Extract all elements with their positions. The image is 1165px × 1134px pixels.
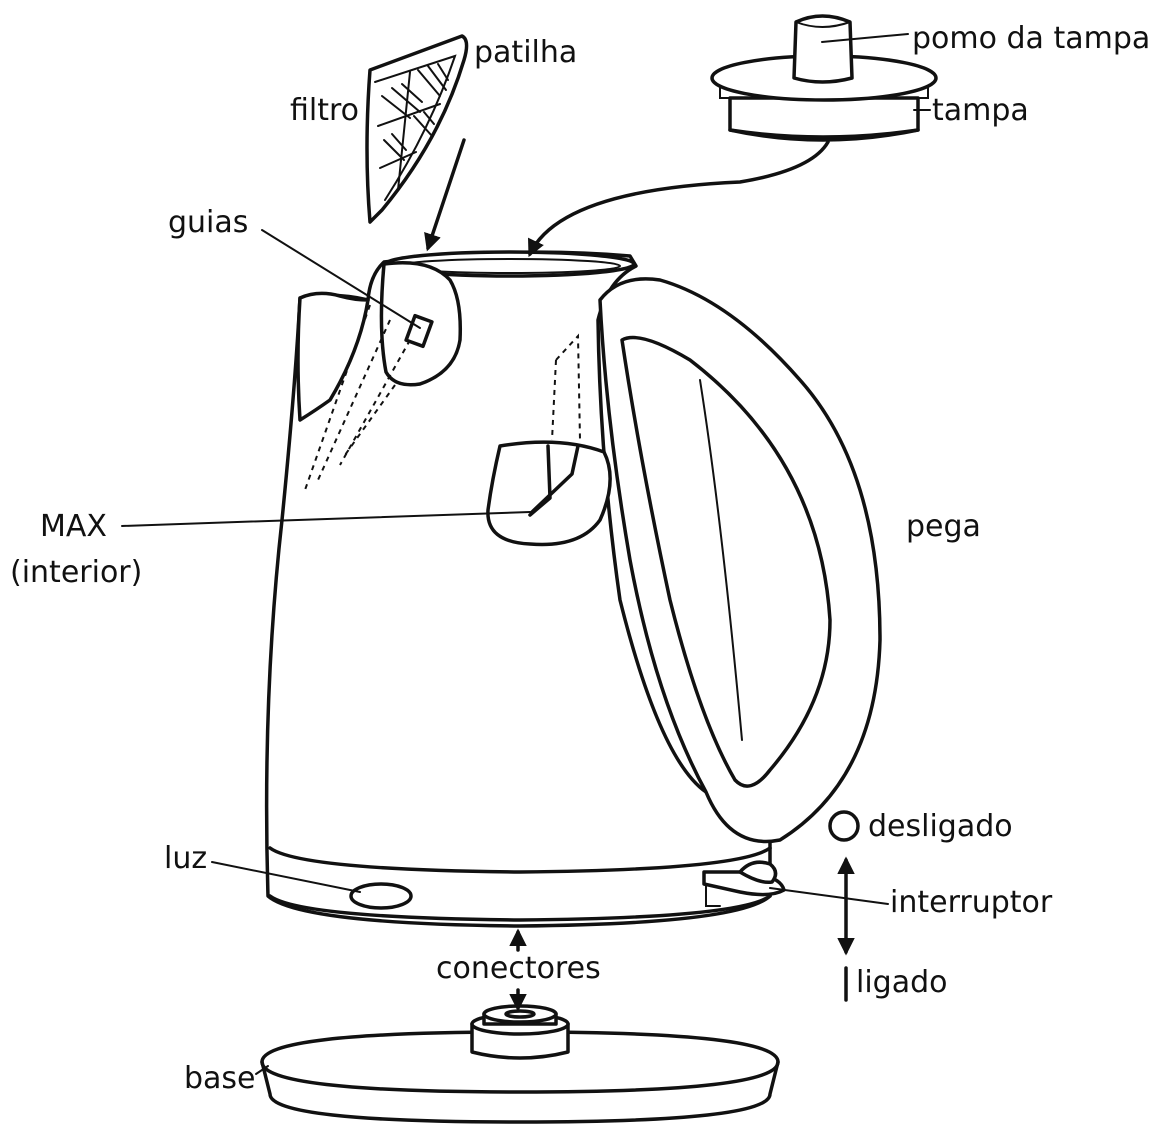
label-pomo-da-tampa: pomo da tampa — [912, 21, 1150, 56]
label-filtro: filtro — [290, 93, 359, 128]
label-max-interior: (interior) — [10, 555, 142, 590]
label-base: base — [184, 1061, 256, 1096]
kettle-body — [264, 250, 786, 928]
label-guias: guias — [168, 205, 248, 240]
label-conectores: conectores — [436, 951, 601, 986]
label-pega: pega — [906, 509, 981, 544]
leader-lines — [121, 33, 931, 1075]
assembly-arrows — [424, 138, 855, 1012]
label-interruptor: interruptor — [890, 885, 1053, 920]
kettle-handle — [598, 277, 882, 844]
label-ligado: ligado — [856, 965, 948, 1000]
label-patilha: patilha — [474, 35, 577, 70]
label-max: MAX — [40, 509, 107, 544]
kettle-base — [260, 1004, 780, 1124]
label-luz: luz — [164, 841, 207, 876]
lid-illustration — [710, 14, 938, 142]
label-desligado: desligado — [868, 809, 1013, 844]
filter-illustration — [365, 34, 469, 224]
circle-icon — [828, 810, 860, 842]
label-tampa: tampa — [932, 93, 1029, 128]
